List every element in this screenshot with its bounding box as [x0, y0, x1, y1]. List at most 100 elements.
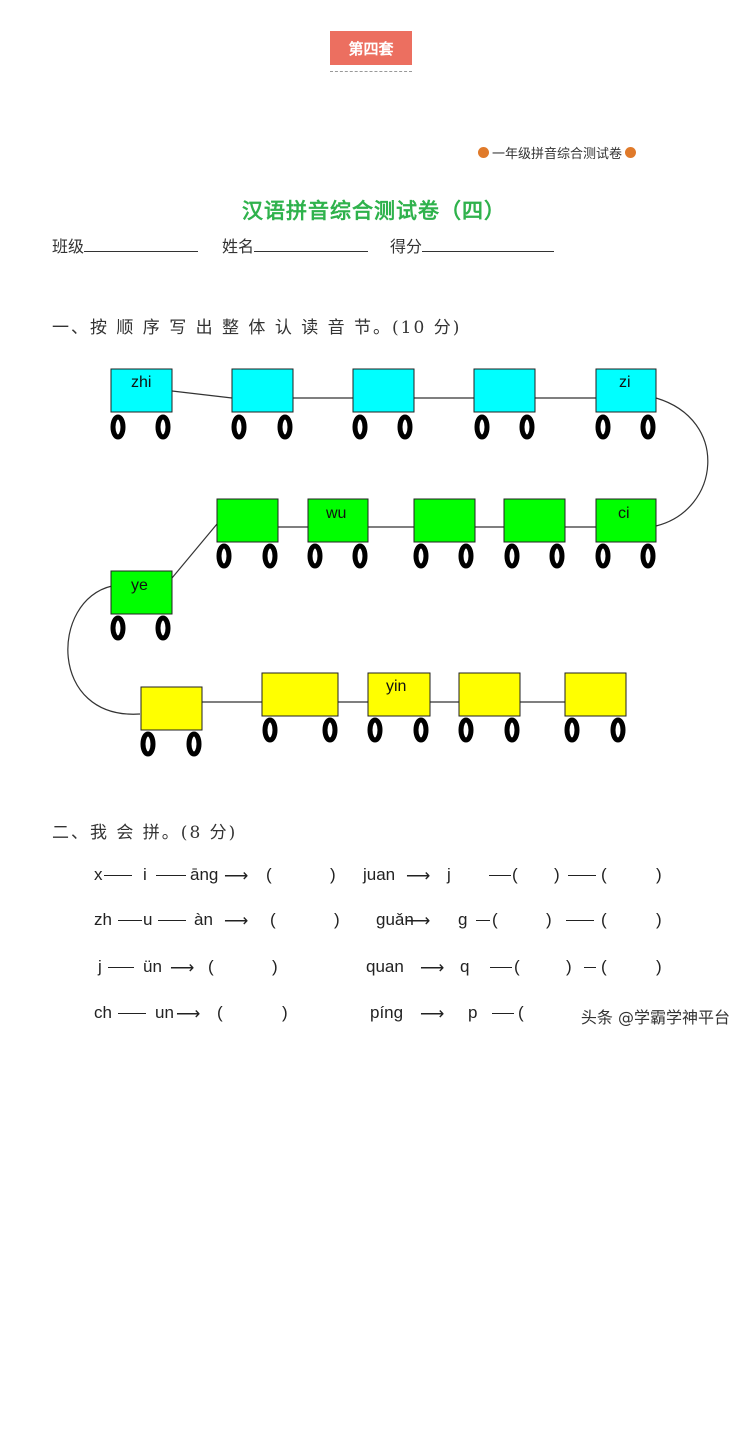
final: àn: [194, 910, 213, 929]
score-label: 得分: [390, 237, 423, 256]
answer-close: ): [656, 910, 662, 929]
answer-open: (: [266, 865, 272, 884]
initial: p: [468, 1003, 478, 1022]
dash-line: [476, 920, 490, 921]
answer-open: (: [601, 910, 607, 929]
wheel-icon: [322, 717, 338, 743]
orange-dot-icon: [625, 147, 637, 158]
dash-line: [566, 920, 594, 921]
syllable: píng: [370, 1003, 404, 1022]
orange-dot-icon: [478, 147, 489, 158]
wheel-icon: [610, 717, 626, 743]
name-blank: [254, 237, 369, 252]
arrow-right-icon: ⟶: [224, 911, 249, 930]
dash-line: [118, 920, 142, 921]
answer-open: (: [514, 957, 520, 976]
car-label: zi: [619, 374, 631, 391]
initial: q: [460, 957, 470, 976]
answer-open: (: [217, 1003, 223, 1022]
answer-close: ): [546, 910, 552, 929]
wheel-icon: [186, 731, 202, 757]
series-title-text: 一年级拼音综合测试卷: [492, 147, 623, 162]
syllable: quan: [366, 957, 404, 976]
dash-line: [568, 875, 596, 876]
answer-open: (: [512, 865, 518, 884]
train-car: [110, 570, 173, 615]
class-label: 班级: [52, 237, 85, 256]
wheel-icon: [307, 543, 323, 569]
wheel-icon: [504, 717, 520, 743]
dash-line: [584, 967, 596, 968]
class-field: 班级: [52, 233, 199, 257]
wheel-icon: [640, 414, 656, 440]
arrow-right-icon: ⟶: [406, 866, 431, 885]
wheel-icon: [262, 543, 278, 569]
connector-curve: [67, 585, 141, 715]
car-label: ye: [131, 577, 148, 594]
medial: u: [143, 910, 153, 929]
dash-line: [104, 875, 132, 876]
wheel-icon: [262, 717, 278, 743]
wheel-icon: [367, 717, 383, 743]
arrow-right-icon: ⟶: [420, 1004, 445, 1023]
train-car: [352, 368, 415, 413]
section1-heading: 一、按 顺 序 写 出 整 体 认 读 音 节。(10 分): [52, 318, 462, 338]
wheel-icon: [413, 717, 429, 743]
syllable: juan: [363, 865, 396, 884]
dash-line: [492, 1013, 514, 1014]
answer-open: (: [208, 957, 214, 976]
wheel-icon: [397, 414, 413, 440]
wheel-icon: [110, 615, 126, 641]
score-field: 得分: [390, 233, 555, 257]
train-car: [595, 368, 657, 413]
wheel-icon: [155, 615, 171, 641]
wheel-icon: [595, 414, 611, 440]
car-label: zhi: [131, 374, 151, 391]
name-label: 姓名: [222, 237, 255, 256]
name-field: 姓名: [222, 233, 369, 257]
train-car: [140, 686, 203, 731]
wheel-icon: [519, 414, 535, 440]
wheel-icon: [352, 414, 368, 440]
wheel-icon: [277, 414, 293, 440]
medial: i: [143, 865, 147, 884]
wheel-icon: [474, 414, 490, 440]
answer-open: (: [492, 910, 498, 929]
badge-underline: [330, 71, 412, 72]
source-watermark: 头条 @学霸学神平台: [576, 1003, 734, 1029]
class-blank: [84, 237, 199, 252]
series-title: 一年级拼音综合测试卷: [478, 143, 637, 162]
set-number-badge: 第四套: [330, 31, 412, 65]
final: un: [155, 1003, 174, 1022]
arrow-right-icon: ⟶: [170, 958, 195, 977]
wheel-icon: [564, 717, 580, 743]
initial: j: [447, 865, 451, 884]
train-car: [110, 368, 173, 413]
dash-line: [156, 875, 186, 876]
wheel-icon: [413, 543, 429, 569]
connector-line: [171, 523, 218, 579]
car-label: wu: [325, 505, 346, 522]
initial: zh: [94, 910, 112, 929]
train-car: [307, 498, 369, 543]
answer-open: (: [518, 1003, 524, 1022]
answer-open: (: [270, 910, 276, 929]
answer-close: ): [272, 957, 278, 976]
page-title: 汉语拼音综合测试卷（四）: [242, 198, 506, 223]
train-car: [473, 368, 536, 413]
train-car: [413, 498, 476, 543]
final: āng: [190, 865, 219, 884]
arrow-right-icon: ⟶: [406, 911, 431, 930]
train-car: [503, 498, 566, 543]
answer-close: ): [566, 957, 572, 976]
dash-line: [489, 875, 511, 876]
answer-close: ): [656, 865, 662, 884]
train-car: [458, 672, 521, 717]
answer-close: ): [334, 910, 340, 929]
arrow-right-icon: ⟶: [224, 866, 249, 885]
answer-close: ): [282, 1003, 288, 1022]
initial: g: [458, 910, 468, 929]
dash-line: [490, 967, 512, 968]
initial: j: [98, 957, 102, 976]
initial: x: [94, 865, 103, 884]
